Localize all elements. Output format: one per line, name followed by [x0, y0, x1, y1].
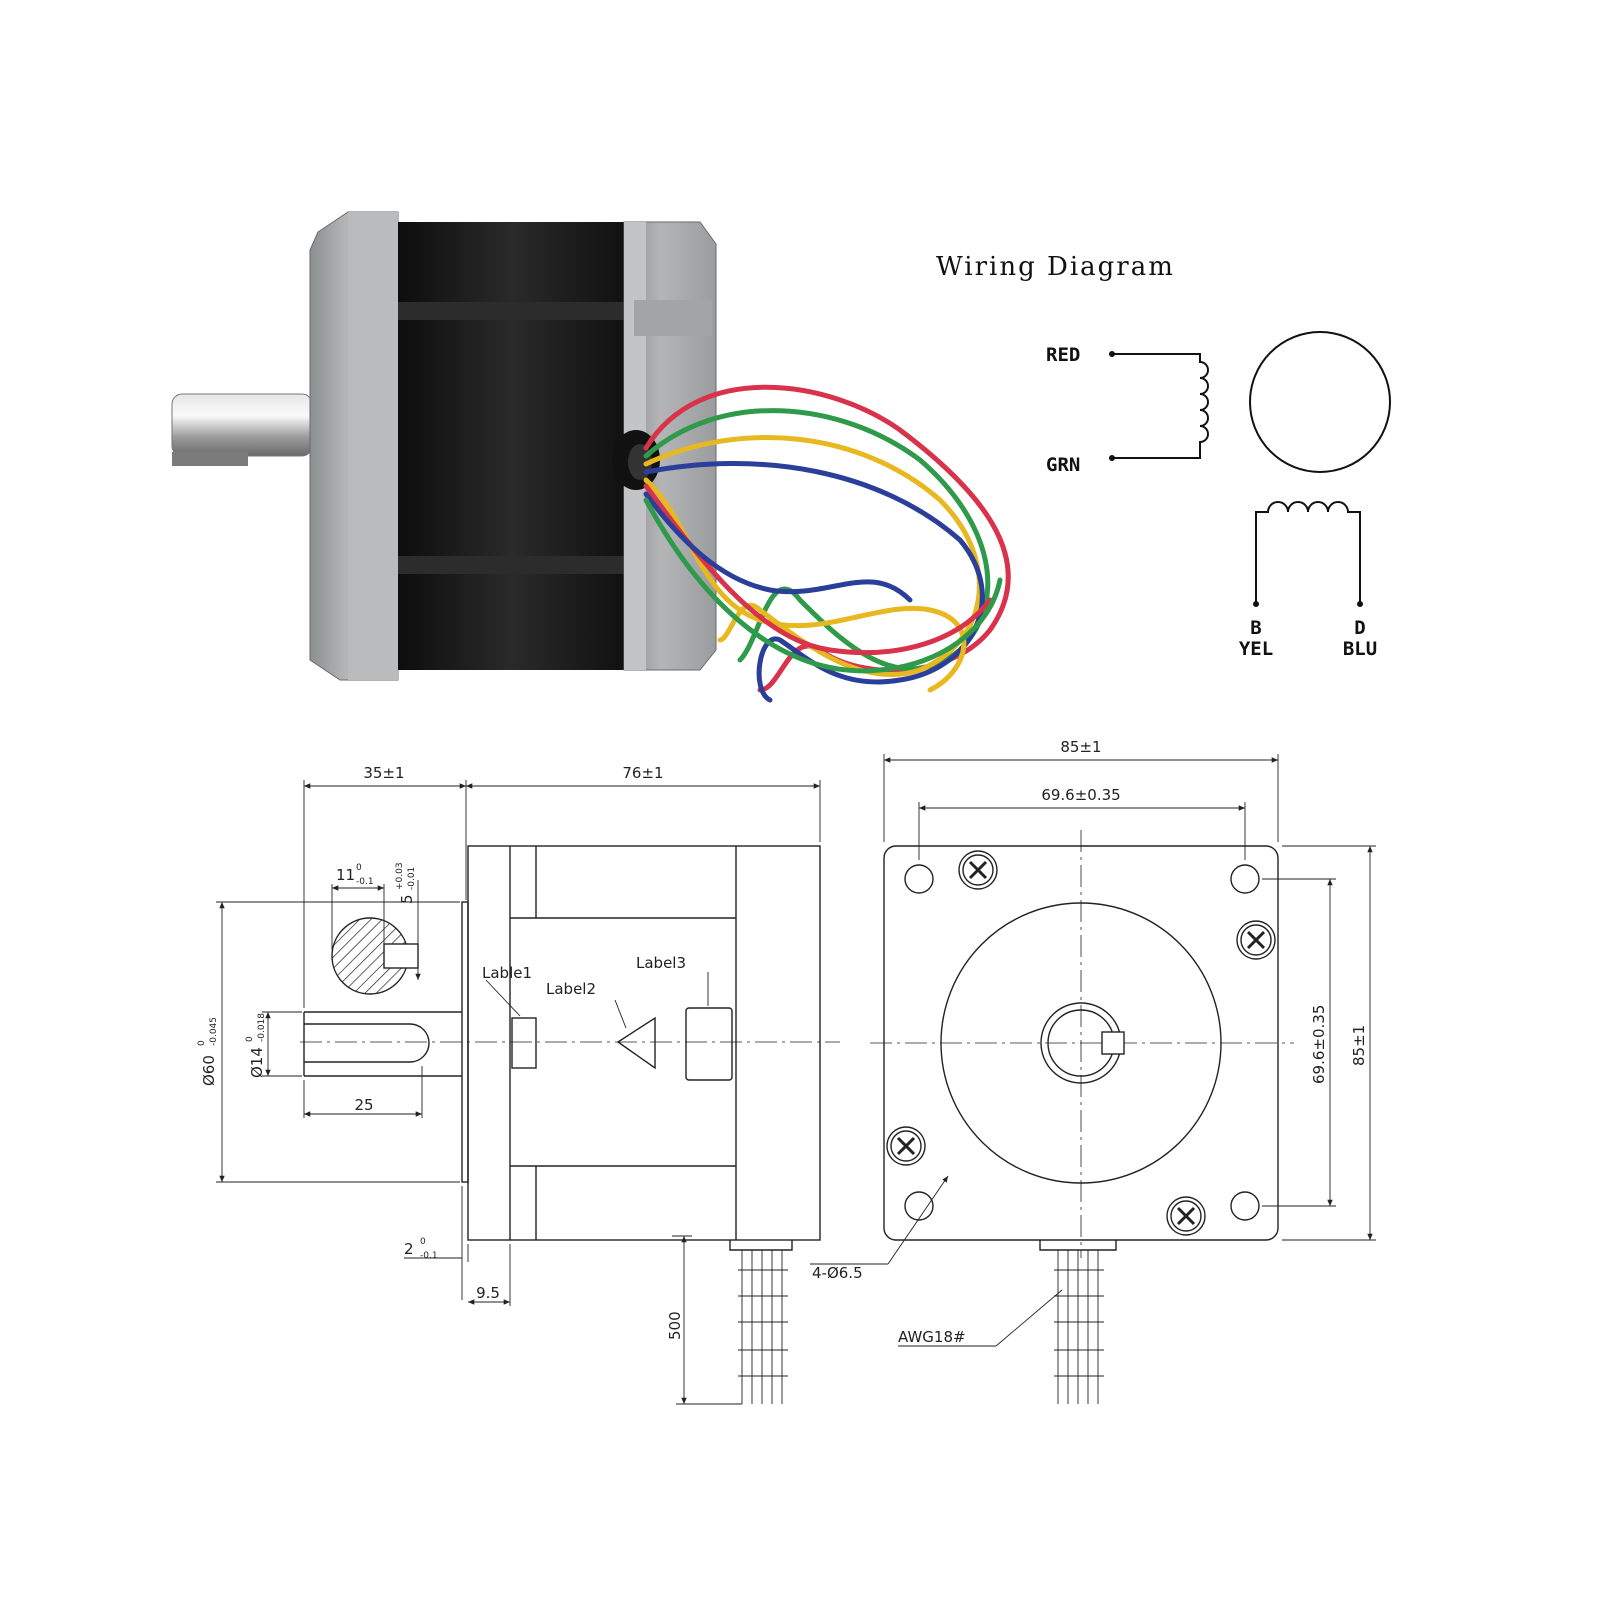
dim-boss-diameter: Ø60	[200, 1055, 218, 1086]
side-view-drawing	[216, 780, 840, 1405]
dim-boss-tol-lower: -0.045	[209, 1017, 219, 1046]
label1-callout: Lable1	[482, 964, 532, 982]
lead-red-label: RED	[1046, 344, 1080, 366]
lead-yel-label: YEL	[1239, 638, 1273, 660]
dim-flat: 5	[398, 894, 416, 904]
dim-boss-height-tol-upper: 0	[420, 1237, 426, 1247]
dim-boss-height-tol-lower: -0.1	[420, 1251, 438, 1261]
label3-callout: Label3	[636, 954, 686, 972]
lead-blu-label: BLU	[1343, 638, 1377, 660]
dim-flat-tol-lower: -0.01	[407, 867, 417, 890]
dim-key-length: 25	[354, 1096, 373, 1114]
dim-flange: 9.5	[476, 1284, 500, 1302]
dim-body-length: 76±1	[622, 764, 663, 782]
front-view-drawing	[810, 754, 1376, 1404]
motor-photo	[171, 211, 1011, 703]
dim-boss-height: 2	[404, 1240, 414, 1258]
coil-a	[1112, 353, 1209, 459]
dim-wire-gauge: AWG18#	[898, 1328, 966, 1346]
wiring-title: Wiring Diagram	[936, 252, 1175, 282]
dim-flat-tol-upper: +0.03	[395, 862, 405, 890]
dim-hole-spacing-vertical: 69.6±0.35	[1310, 1005, 1328, 1084]
label2-callout: Label2	[546, 980, 596, 998]
dim-lead-length: 500	[666, 1311, 684, 1340]
dim-shaft-tol-lower: -0.018	[257, 1013, 267, 1042]
lead-b-label: B	[1250, 617, 1261, 639]
dim-key-width-tol-upper: 0	[356, 863, 362, 873]
dim-hole-spacing: 69.6±0.35	[1041, 786, 1120, 804]
screw-icons	[886, 850, 1276, 1236]
dim-key-width: 11	[336, 866, 355, 884]
dim-key-width-tol-lower: -0.1	[356, 877, 374, 887]
dim-shaft-length: 35±1	[363, 764, 404, 782]
side-view-dimensions: 35±1 76±1 11 0 -0.1 5 +0.03 -0.01 Ø60 0 …	[197, 764, 686, 1340]
lead-grn-label: GRN	[1046, 454, 1080, 476]
dim-mount-holes: 4-Ø6.5	[812, 1264, 863, 1282]
lead-d-label: D	[1354, 617, 1365, 639]
coil-b	[1255, 501, 1361, 604]
dim-boss-tol-upper: 0	[197, 1040, 207, 1046]
wiring-diagram: Wiring Diagram RED GRN B YEL D BLU	[936, 252, 1391, 660]
front-view-dimensions: 85±1 69.6±0.35 69.6±0.35 85±1 4-Ø6.5 AWG…	[812, 738, 1368, 1346]
dim-width: 85±1	[1060, 738, 1101, 756]
dim-height: 85±1	[1350, 1025, 1368, 1066]
dim-shaft-tol-upper: 0	[245, 1036, 255, 1042]
rotor-symbol	[1249, 331, 1391, 473]
dim-shaft-diameter: Ø14	[248, 1047, 266, 1078]
